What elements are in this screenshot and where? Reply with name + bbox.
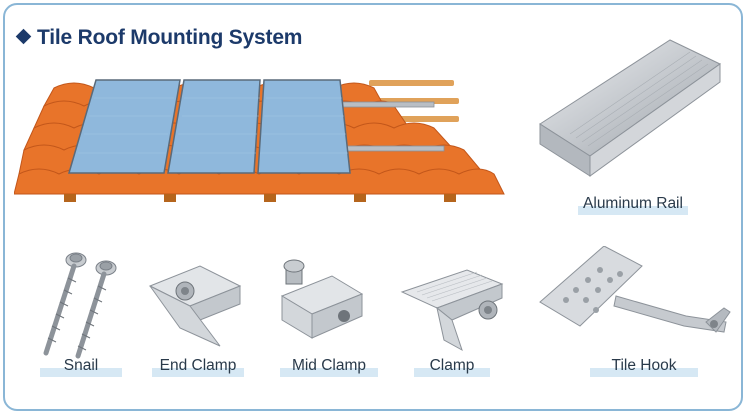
end-clamp-label: End Clamp	[152, 358, 244, 377]
tile-hook-image	[539, 246, 731, 333]
clamp-image	[400, 269, 504, 352]
tile-hook-label: Tile Hook	[590, 358, 698, 377]
page-title: Tile Roof Mounting System	[15, 26, 303, 50]
snail-screw-image	[43, 252, 117, 359]
aluminum-rail-image	[539, 39, 721, 177]
clamp-label: Clamp	[414, 358, 490, 377]
snail-label: Snail	[40, 358, 122, 377]
aluminum-rail-label: Aluminum Rail	[578, 196, 688, 215]
mid-clamp-image	[280, 259, 364, 339]
diamond-bullet-icon	[15, 28, 32, 45]
title-text: Tile Roof Mounting System	[37, 26, 303, 49]
end-clamp-image	[148, 265, 242, 347]
tile-roof-illustration	[14, 79, 505, 202]
mid-clamp-label: Mid Clamp	[280, 358, 378, 377]
